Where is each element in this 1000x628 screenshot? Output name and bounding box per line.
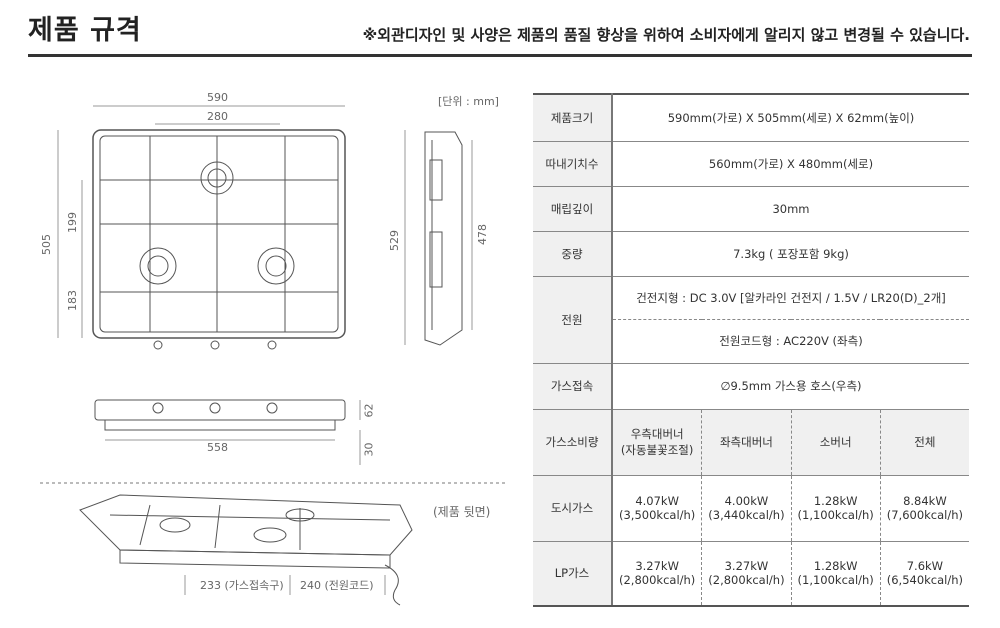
front-view-drawing (94, 399, 361, 465)
col-small-burner: 소버너 (790, 409, 881, 476)
table-cell-text: 4.07kW (635, 494, 679, 508)
table-cell-text: 1.28kW (813, 559, 858, 574)
dim-upper-depth: 199 (66, 212, 79, 233)
back-view-label: (제품 뒷면) (433, 505, 491, 519)
table-cell-text: (3,440kcal/h) (708, 508, 785, 522)
table-cell: 4.00kW(3,440kcal/h) (701, 475, 792, 542)
dim-front-width: 558 (207, 441, 228, 454)
table-cell-text: (1,100kcal/h) (797, 573, 874, 588)
unit-label: [단위 : mm] (438, 95, 499, 108)
table-cell-text: 건전지형 : DC 3.0V [알카라인 건전지 / 1.5V / LR20(D… (612, 276, 969, 320)
table-cell-text: 560mm(가로) X 480mm(세로) (612, 141, 969, 187)
table-cell-text: (자동불꽃조절) (620, 443, 694, 457)
dim-total-depth: 505 (40, 234, 53, 255)
table-cell-text: ∅9.5mm 가스용 호스(우측) (612, 363, 969, 410)
spec-row-gas-connection: 가스접속∅9.5mm 가스용 호스(우측) (533, 363, 969, 410)
gas-header-row: 가스소비량 우측대버너 (자동불꽃조절) 좌측대버너 소버너 전체 (533, 409, 969, 476)
table-cell-text: 따내기치수 (533, 141, 613, 187)
table-cell-text: (2,800kcal/h) (708, 573, 785, 588)
table-cell-text: 가스접속 (533, 363, 613, 410)
table-cell-text: 제품크기 (533, 93, 613, 142)
table-cell-text: LP가스 (533, 541, 613, 607)
table-cell-text: 590mm(가로) X 505mm(세로) X 62mm(높이) (612, 93, 969, 142)
dim-front-depth: 30 (362, 442, 376, 457)
page-title: 제품 규격 (28, 15, 142, 46)
dim-power-cord: 240 (전원코드) (300, 579, 374, 592)
gas-row-city: 도시가스 4.07kW(3,500kcal/h) 4.00kW(3,440kca… (533, 475, 969, 542)
table-cell: 1.28kW(1,100kcal/h) (790, 475, 881, 542)
table-cell: 4.07kW(3,500kcal/h) (612, 475, 702, 542)
table-cell-text: 30mm (612, 186, 969, 232)
table-cell-text: 3.27kW (724, 559, 769, 574)
table-cell-text: 도시가스 (533, 475, 613, 542)
table-cell-text: 우측대버너 (630, 427, 684, 441)
product-drawings (40, 105, 505, 606)
table-cell: 7.6kW(6,540kcal/h) (879, 541, 969, 607)
table-cell-text: 7.3kg ( 포장포함 9kg) (612, 231, 969, 277)
table-cell: 8.84kW(7,600kcal/h) (879, 475, 969, 542)
dim-front-height: 62 (362, 403, 376, 418)
top-view-drawing (57, 105, 346, 350)
dim-top-width: 590 (207, 91, 228, 104)
table-cell-text: 7.6kW (906, 559, 944, 574)
gas-row-lp: LP가스 3.27kW(2,800kcal/h) 3.27kW(2,800kca… (533, 541, 969, 607)
dim-burner-spacing: 280 (207, 110, 228, 123)
perspective-drawing (79, 494, 413, 606)
table-cell-text: 4.00kW (724, 494, 769, 508)
table-cell-text: (1,100kcal/h) (797, 508, 874, 522)
table-cell-text: 전원코드형 : AC220V (좌측) (612, 319, 969, 364)
table-cell-text: 3.27kW (635, 559, 679, 574)
table-cell-text: 전원 (533, 276, 613, 364)
table-cell-text: 매립깊이 (533, 186, 613, 232)
header-divider (28, 54, 972, 57)
dim-side-height: 529 (388, 230, 401, 251)
table-cell-text: (7,600kcal/h) (886, 508, 964, 522)
table-cell-text: (6,540kcal/h) (886, 573, 964, 588)
notice-text: ※외관디자인 및 사양은 제품의 품질 향상을 위하여 소비자에게 알리지 않고… (362, 26, 970, 44)
col-total: 전체 (879, 409, 969, 476)
dim-lower-depth: 183 (66, 290, 79, 311)
table-cell-text: (3,500kcal/h) (619, 508, 696, 522)
table-cell: 3.27kW(2,800kcal/h) (701, 541, 792, 607)
col-left-burner: 좌측대버너 (701, 409, 792, 476)
table-cell-text: 1.28kW (813, 494, 858, 508)
col-right-burner: 우측대버너 (자동불꽃조절) (612, 409, 702, 476)
table-cell-text: 중량 (533, 231, 613, 277)
side-view-drawing (404, 130, 473, 346)
table-cell: 1.28kW(1,100kcal/h) (790, 541, 881, 607)
table-cell: 3.27kW(2,800kcal/h) (612, 541, 702, 607)
dim-side-inner: 478 (476, 224, 489, 245)
table-cell-text: 8.84kW (903, 494, 947, 508)
table-cell-text: 가스소비량 (533, 409, 613, 476)
table-cell-text: (2,800kcal/h) (619, 573, 696, 588)
spec-row-power-cord: 전원코드형 : AC220V (좌측) (533, 319, 969, 364)
dim-gas-inlet: 233 (가스접속구) (200, 579, 284, 592)
